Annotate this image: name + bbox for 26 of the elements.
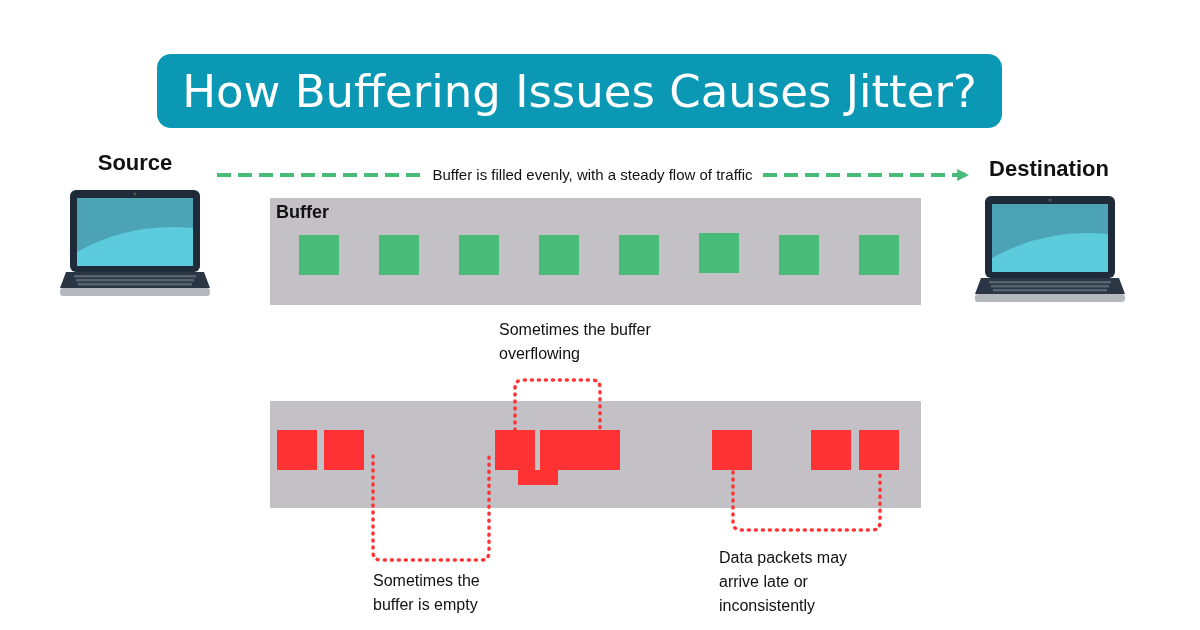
packet-square [277, 430, 317, 470]
packet-square [539, 235, 579, 275]
packet-square [699, 233, 739, 273]
band-heading: Buffer [276, 202, 329, 223]
packet-square [299, 235, 339, 275]
packet-square [619, 235, 659, 275]
annotation-text: Sometimes the buffer is empty [373, 571, 481, 615]
packet-square [324, 430, 364, 470]
packet-square [518, 470, 558, 485]
node-heading: Source [96, 150, 174, 176]
annotation-text: Data packets may arrive late or inconsistently [719, 548, 849, 616]
packet-square [779, 235, 819, 275]
buffer-band [270, 198, 921, 305]
node-heading: Destination [988, 156, 1110, 182]
packet-square [811, 430, 851, 470]
title-banner: How Buffering Issues Causes Jitter? [157, 54, 1002, 128]
packet-square [859, 235, 899, 275]
packet-square [379, 235, 419, 275]
buffer-band [270, 401, 921, 508]
packet-square [540, 430, 580, 470]
packet-square [712, 430, 752, 470]
packet-square [859, 430, 899, 470]
packet-square [459, 235, 499, 275]
packet-square [495, 430, 535, 470]
packet-square [580, 430, 620, 470]
annotation-text: Sometimes the buffer overflowing [499, 320, 652, 364]
